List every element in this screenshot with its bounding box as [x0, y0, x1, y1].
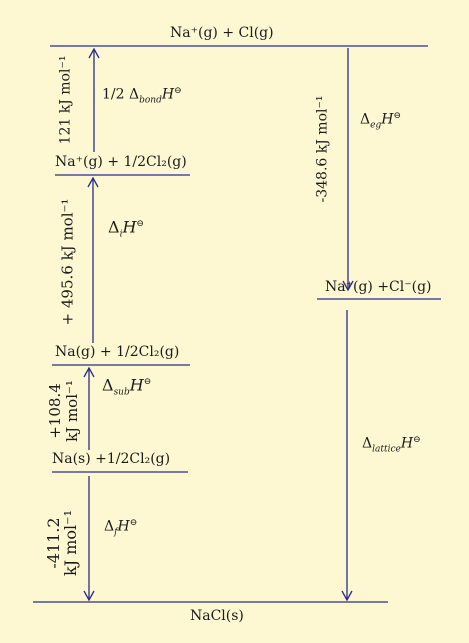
symbol-bond: 1/2 ΔbondH⊖ [102, 83, 182, 108]
symbol-sublimation-delta: Δ [102, 375, 114, 395]
symbol-lattice-h: H [400, 435, 414, 452]
symbol-formation-h: H [117, 518, 130, 535]
symbol-electron-gain: ΔegH⊖ [360, 108, 401, 133]
symbol-sublimation-standard: ⊖ [143, 377, 152, 387]
symbol-formation-delta: Δ [104, 518, 115, 535]
symbol-electron-gain-sub: eg [370, 120, 382, 131]
level-label-na-ion-cl-ion: Na⁺(g) +Cl⁻(g) [325, 279, 432, 295]
value-formation: -411.2 kJ mol⁻¹ [44, 510, 80, 576]
value-sublimation-line1: +108.4 [46, 383, 64, 439]
level-label-na-solid-half-cl2: Na(s) +1/2Cl₂(g) [52, 451, 171, 467]
symbol-lattice: ΔlatticeH⊖ [362, 432, 421, 457]
symbol-electron-gain-delta: Δ [360, 111, 371, 128]
value-electron-gain: -348.6 kJ mol⁻¹ [314, 95, 331, 203]
value-bond: 121 kJ mol⁻¹ [57, 55, 74, 145]
symbol-sublimation-sub: sub [113, 387, 130, 398]
symbol-ionization: ΔiH⊖ [108, 216, 144, 243]
value-ionization: + 495.6 kJ mol⁻¹ [58, 198, 77, 326]
symbol-bond-h: H [161, 86, 175, 103]
symbol-bond-delta: Δ [128, 86, 140, 103]
symbol-bond-sub: bond [139, 95, 162, 106]
value-formation-line2: kJ mol⁻¹ [61, 510, 80, 576]
value-sublimation: +108.4 kJ mol⁻¹ [46, 380, 81, 442]
symbol-ionization-h: H [122, 217, 137, 237]
value-formation-line1: -411.2 [44, 517, 63, 569]
symbol-sublimation-h: H [129, 375, 144, 395]
symbol-electron-gain-h: H [381, 111, 394, 128]
symbol-bond-standard: ⊖ [174, 86, 182, 96]
symbol-lattice-sub: lattice [372, 444, 401, 455]
symbol-electron-gain-standard: ⊖ [393, 111, 401, 121]
symbol-lattice-delta: Δ [362, 435, 373, 452]
level-label-bottom: NaCl(s) [190, 608, 244, 624]
symbol-ionization-delta: Δ [108, 217, 120, 237]
level-label-top: Na⁺(g) + Cl(g) [170, 25, 274, 41]
symbol-formation-sub: f [114, 527, 118, 538]
symbol-formation: ΔfH⊖ [104, 515, 137, 540]
symbol-bond-half: 1/2 [102, 86, 125, 103]
symbol-lattice-standard: ⊖ [413, 435, 421, 445]
level-label-na-ion-half-cl2: Na⁺(g) + 1/2Cl₂(g) [55, 154, 187, 170]
symbol-sublimation: ΔsubH⊖ [102, 374, 151, 401]
level-label-na-gas-half-cl2: Na(g) + 1/2Cl₂(g) [55, 344, 180, 360]
symbol-ionization-sub: i [119, 229, 123, 240]
symbol-formation-standard: ⊖ [129, 518, 138, 528]
value-sublimation-line2: kJ mol⁻¹ [63, 380, 81, 442]
symbol-ionization-standard: ⊖ [136, 219, 144, 229]
